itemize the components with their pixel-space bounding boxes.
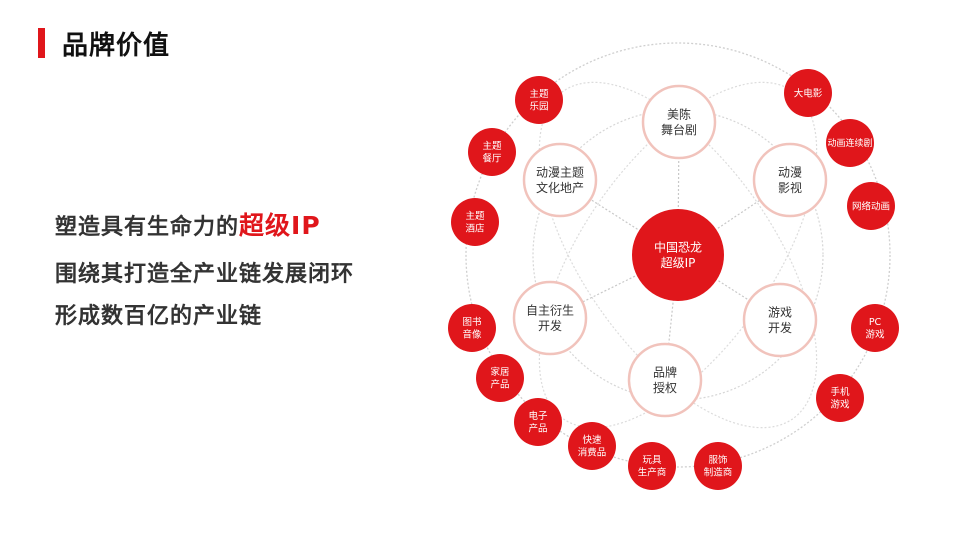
hub-circle [742, 282, 818, 358]
node-label: 制造商 [704, 467, 733, 479]
node-label: 玩具 [642, 455, 662, 466]
slogan-line-3: 形成数百亿的产业链 [55, 304, 263, 329]
node-label: 产品 [528, 423, 547, 435]
node-label: 消费品 [578, 447, 607, 459]
node-label: 产品 [490, 379, 509, 391]
node-label: 手机 [830, 386, 850, 398]
node-label: 影视 [778, 180, 802, 195]
hub-circle [627, 342, 703, 418]
slogan-highlight: 超级IP [239, 211, 321, 240]
node-label: 快速 [582, 434, 602, 446]
node-label: 动画连续剧 [827, 137, 872, 149]
node-label: 音像 [462, 329, 482, 341]
node-label: 电子 [528, 410, 548, 422]
hub-circle [512, 280, 588, 356]
center-circle [632, 209, 724, 301]
guide-rings [465, 42, 891, 468]
diagram-nodes: 美陈舞台剧动漫影视游戏开发品牌授权自主衍生开发动漫主题文化地产主题乐园主题餐厅主… [448, 69, 899, 490]
leaf-circle [816, 374, 864, 422]
node-label: 品牌 [653, 366, 677, 380]
node-label: 中国恐龙 [654, 240, 702, 255]
hub-circle [752, 142, 828, 218]
leaf-circle [476, 354, 524, 402]
node-label: 主题 [465, 210, 485, 222]
node-label: 网络动画 [852, 200, 890, 212]
title-accent-bar [38, 28, 45, 58]
node-label: 服饰 [708, 454, 727, 466]
leaf-circle [784, 69, 832, 117]
inner-ring [532, 109, 824, 401]
leaf-circle [514, 398, 562, 446]
leaf-circle [847, 182, 895, 230]
node-label: 餐厅 [482, 153, 502, 165]
node-label: 主题 [529, 88, 549, 100]
node-label: 超级IP [661, 255, 696, 270]
node-label: 游戏 [768, 306, 792, 320]
leaf-circle [568, 422, 616, 470]
node-label: 自主衍生 [526, 304, 574, 318]
page-title: 品牌价值 [62, 31, 171, 61]
leaf-circle [515, 76, 563, 124]
node-label: 动漫 [778, 166, 802, 180]
leaf-node-web-animation: 网络动画 [847, 182, 895, 230]
slogan-line-2: 围绕其打造全产业链发展闭环 [55, 262, 355, 287]
node-label: 文化地产 [536, 180, 584, 195]
slogan-line-1: 塑造具有生命力的超级IP [55, 206, 321, 242]
hub-circle [641, 84, 717, 160]
leaf-circle [468, 128, 516, 176]
leaf-circle [826, 119, 874, 167]
node-label: 家居 [490, 366, 509, 378]
node-label: 授权 [653, 380, 677, 395]
node-label: 生产商 [638, 467, 667, 479]
leaf-circle [628, 442, 676, 490]
leaf-circle [851, 304, 899, 352]
node-label: 乐园 [529, 101, 548, 113]
node-label: 酒店 [465, 223, 484, 235]
node-label: 游戏 [865, 329, 885, 341]
hub-circle [522, 142, 598, 218]
node-label: 图书 [462, 317, 482, 328]
node-label: 动漫主题 [536, 166, 584, 180]
node-label: 舞台剧 [661, 122, 697, 137]
node-label: 游戏 [830, 399, 850, 411]
outer-ring [465, 42, 891, 468]
node-label: 开发 [538, 318, 562, 333]
leaf-node-animated-series: 动画连续剧 [826, 119, 874, 167]
leaf-circle [451, 198, 499, 246]
leaf-node-movie: 大电影 [784, 69, 832, 117]
leaf-circle [448, 304, 496, 352]
node-label: 大电影 [794, 87, 823, 99]
node-label: 开发 [768, 320, 792, 335]
node-label: PC [869, 317, 882, 328]
node-label: 美陈 [667, 107, 691, 122]
diagonal-ring [538, 81, 818, 429]
slogan-line-1-prefix: 塑造具有生命力的 [55, 215, 240, 240]
node-label: 主题 [482, 140, 502, 152]
leaf-circle [694, 442, 742, 490]
